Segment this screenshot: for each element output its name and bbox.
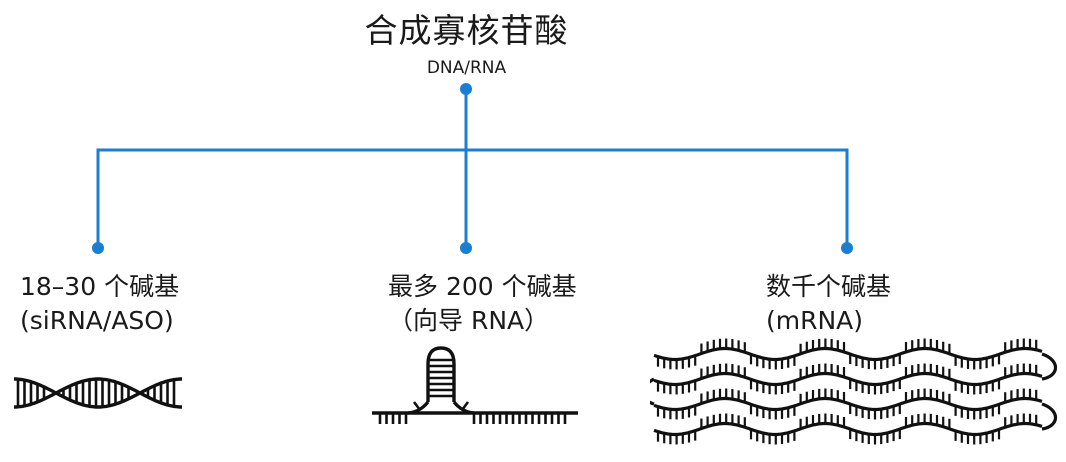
diagram-subtitle: DNA/RNA [426,58,507,78]
branch-label-medium: 最多 200 个碱基 （向导 RNA） [388,270,577,338]
branch-node-dot-2 [460,242,472,254]
branch-label-long: 数千个碱基 (mRNA) [766,270,891,338]
branch-bar [96,148,849,248]
branch-node-dot-1 [92,242,104,254]
long-strands-icon [650,338,1058,445]
branch-type-text: (mRNA) [766,306,864,335]
branch-type-text: (siRNA/ASO) [20,306,174,335]
hairpin-icon [372,346,578,424]
branch-type-text: （向导 RNA） [388,306,550,335]
branch-length-text: 最多 200 个碱基 [388,272,577,301]
diagram-title: 合成寡核苷酸 [364,11,569,50]
root-node-dot [460,83,472,95]
branch-length-text: 数千个碱基 [766,272,892,301]
branch-node-dot-3 [841,242,853,254]
double-helix-icon [14,377,182,409]
branch-label-short: 18–30 个碱基 (siRNA/ASO) [20,270,179,338]
branch-length-text: 18–30 个碱基 [20,272,180,301]
